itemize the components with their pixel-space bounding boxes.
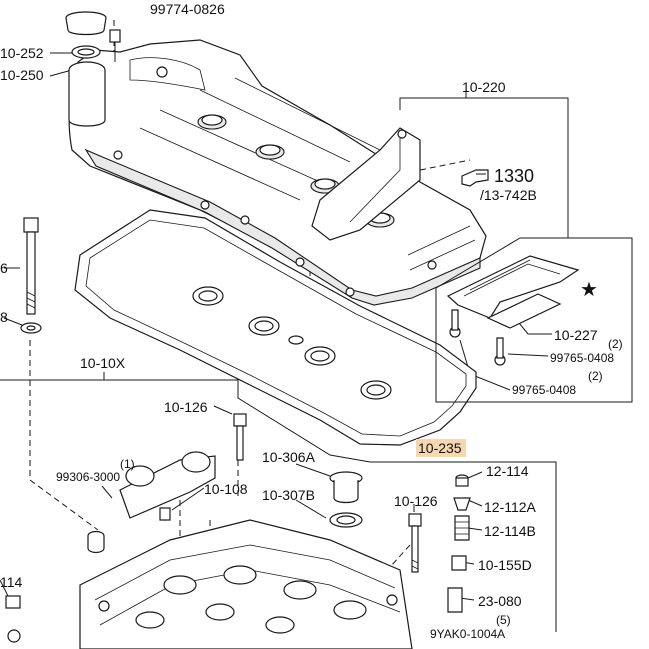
blind-plug (87, 530, 105, 554)
label-12-114: 12-114 (486, 463, 529, 479)
camshaft-cap (119, 451, 216, 521)
highlight-10-235 (416, 439, 466, 457)
label-12-112a: 12-112A (484, 499, 537, 515)
top-bolt (109, 29, 121, 62)
label-10-155d: 10-155D (478, 557, 532, 573)
label-ref-1330: 1330 (494, 166, 534, 186)
label-10-220: 10-220 (462, 79, 506, 95)
label-9yak0: 9YAK0-1004A (430, 627, 505, 641)
valve-train-parts (447, 474, 471, 613)
label-10-252: 10-252 (0, 45, 44, 61)
label-qty-2b: (2) (588, 369, 603, 383)
label-left-114: 114 (0, 574, 23, 590)
label-10-307b: 10-307B (262, 487, 315, 503)
star-icon: ★ (580, 279, 598, 301)
cylinder-head (79, 519, 413, 649)
label-10-235: 10-235 (418, 440, 462, 456)
label-top-cut: 99774-0826 (150, 1, 225, 17)
head-cover-gasket (74, 209, 477, 446)
label-10-10x: 10-10X (80, 355, 126, 371)
label-99765-a: 99765-0408 (550, 351, 614, 365)
heat-shield-inset (435, 237, 633, 403)
callout-labels: 99774-0826 10-252 10-250 10-220 1330 /13… (0, 1, 623, 641)
label-10-126-left: 10-126 (164, 399, 208, 415)
label-10-108: 10-108 (204, 481, 248, 497)
spark-plug-tube-seal (329, 471, 363, 528)
label-left-6: 6 (0, 260, 8, 276)
label-99765-b: 99765-0408 (512, 383, 576, 397)
hand-pointer-icon (461, 169, 489, 187)
label-23-080: 23-080 (478, 593, 522, 609)
label-10-250: 10-250 (0, 67, 44, 83)
label-left-8: 8 (0, 309, 8, 325)
label-ref-13-742b: /13-742B (480, 187, 537, 203)
cylinder-head-cover (68, 39, 487, 306)
oil-filler-cap (65, 11, 107, 59)
head-bolt-right (408, 513, 422, 573)
label-qty-2a: (2) (608, 337, 623, 351)
label-10-227: 10-227 (554, 327, 598, 343)
label-10-126-right: 10-126 (394, 493, 438, 509)
label-12-114b: 12-114B (484, 523, 536, 539)
label-qty-5: (5) (496, 613, 511, 627)
head-cover-bolt (20, 217, 42, 334)
oil-pressure-switch (0, 579, 21, 643)
leader-lines (0, 52, 569, 632)
label-99306: 99306-3000 (56, 470, 120, 484)
cam-cap-bolt (233, 413, 247, 461)
label-10-306a: 10-306A (262, 449, 316, 465)
label-qty-1: (1) (120, 457, 135, 471)
